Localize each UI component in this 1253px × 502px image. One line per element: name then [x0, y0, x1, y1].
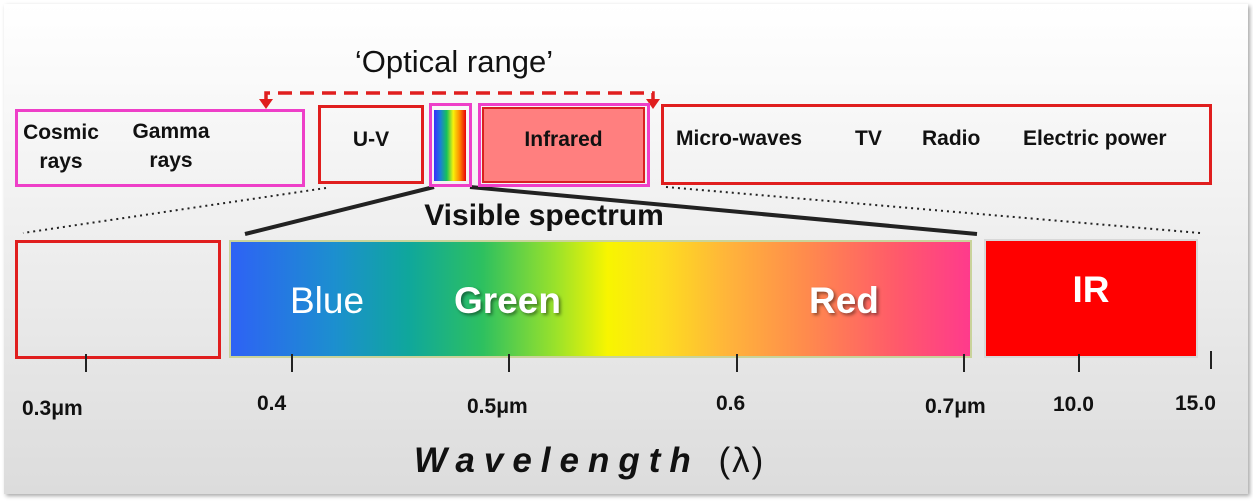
arrow-right-head-icon — [646, 99, 660, 109]
tick-label-0-6: 0.6 — [716, 392, 746, 415]
infrared-outer-box — [478, 103, 650, 187]
green-label: Green — [454, 280, 561, 321]
ir-range-box — [984, 239, 1198, 358]
visible-spectrum-label: Visible spectrum — [424, 199, 664, 232]
tick-mark — [963, 354, 965, 372]
tick-mark — [508, 354, 510, 372]
tv-label: TV — [855, 127, 882, 150]
arrow-left-head-icon — [259, 99, 273, 109]
zoom-solid-right — [469, 185, 978, 236]
axis-title-word: Wavelength — [414, 441, 700, 480]
uv-range-box — [15, 240, 221, 359]
tick-mark — [85, 354, 87, 372]
tick-label-0-5: 0.5μm — [467, 395, 528, 418]
tick-label-10: 10.0 — [1053, 393, 1094, 416]
axis-title: Wavelength (λ) — [414, 441, 765, 481]
uv-label: U-V — [352, 128, 390, 151]
tick-label-0-4: 0.4 — [257, 392, 287, 415]
tick-mark — [736, 354, 738, 372]
long-wave-box — [661, 104, 1212, 185]
tick-mark — [1078, 354, 1080, 372]
infrared-fill-box — [482, 107, 645, 183]
tick-mark — [291, 354, 293, 372]
zoom-dotted-right — [665, 186, 1201, 234]
infrared-label: Infrared — [524, 128, 603, 151]
visible-spectrum-bar — [229, 240, 972, 358]
gamma-rays-label: Gamma rays — [132, 120, 210, 172]
tick-mark — [1210, 351, 1212, 369]
cosmic-gamma-box — [15, 109, 305, 187]
red-label: Red — [809, 280, 879, 321]
optical-range-arrow — [264, 91, 655, 103]
axis-title-symbol: (λ) — [718, 441, 766, 480]
visible-mini-spectrum — [434, 110, 466, 181]
diagram-canvas: ‘Optical range’ Cosmic rays Gamma rays U… — [4, 4, 1248, 494]
optical-range-label: ‘Optical range’ — [354, 44, 554, 79]
tick-label-15: 15.0 — [1175, 392, 1216, 415]
diagram-lines — [22, 91, 1201, 236]
tick-label-0-3: 0.3μm — [22, 397, 83, 420]
visible-mini-box — [429, 103, 472, 187]
ir-label: IR — [1072, 269, 1110, 310]
tick-label-0-7: 0.7μm — [925, 395, 986, 418]
zoom-solid-left — [244, 185, 435, 236]
electric-power-label: Electric power — [1023, 127, 1167, 150]
uv-box — [318, 105, 424, 184]
cosmic-rays-label: Cosmic rays — [23, 121, 99, 173]
micro-waves-label: Micro-waves — [676, 127, 803, 150]
blue-label: Blue — [290, 280, 365, 321]
radio-label: Radio — [922, 127, 981, 150]
